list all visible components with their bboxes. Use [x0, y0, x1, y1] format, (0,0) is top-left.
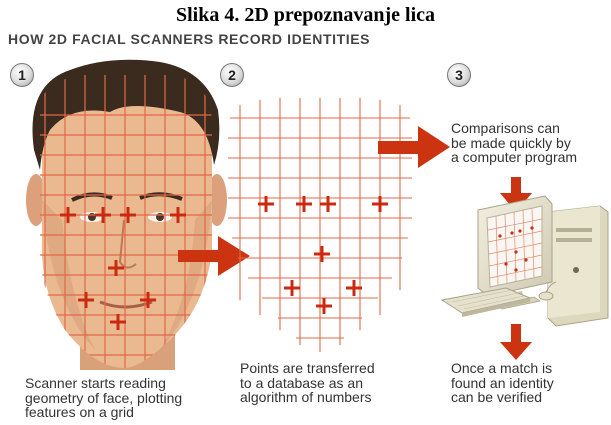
step-1-badge: 1 — [10, 63, 34, 87]
arrow-right-icon — [378, 126, 450, 168]
face-illustration — [26, 59, 227, 370]
arrow-down-icon — [500, 324, 532, 360]
step-1-text: Scanner starts reading geometry of face,… — [25, 375, 183, 420]
step-2-text: Points are transferred to a database as … — [240, 360, 375, 405]
step-3-text-bottom: Once a match is found an identity can be… — [451, 360, 554, 405]
step-3-badge: 3 — [447, 63, 471, 87]
points-grid — [228, 98, 412, 352]
figure-caption: Slika 4. 2D prepoznavanje lica — [175, 4, 436, 26]
step-2-badge: 2 — [220, 63, 244, 87]
step-3-text-top: Comparisons can be made quickly by a com… — [451, 120, 578, 165]
arrow-right-icon — [178, 236, 250, 276]
computer-icon — [440, 195, 609, 327]
diagram-heading: HOW 2D FACIAL SCANNERS RECORD IDENTITIES — [8, 31, 371, 47]
